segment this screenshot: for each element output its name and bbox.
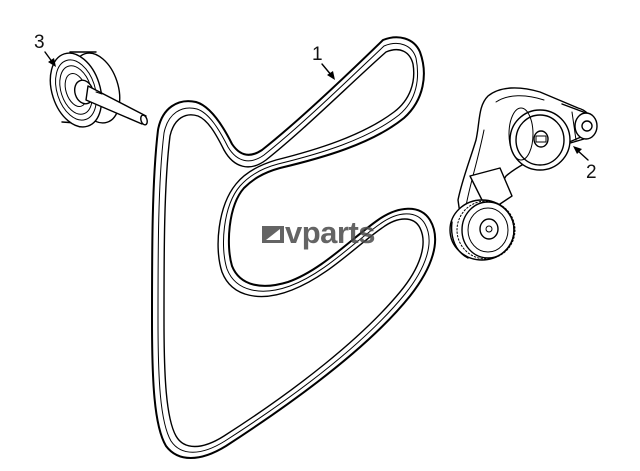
callout-2: 2 (573, 146, 597, 183)
callout-label-tensioner: 2 (586, 162, 597, 183)
idler-pulley (49, 51, 148, 128)
callout-label-belt: 1 (312, 44, 323, 65)
callout-1: 1 (312, 44, 335, 80)
callout-3: 3 (34, 32, 56, 67)
serpentine-belt (151, 36, 437, 459)
watermark-logo-icon (262, 226, 284, 243)
watermark-text: vparts (285, 215, 375, 250)
callout-label-idler-pulley: 3 (34, 32, 45, 53)
watermark: vparts (262, 215, 376, 250)
belt-tensioner (449, 87, 598, 261)
